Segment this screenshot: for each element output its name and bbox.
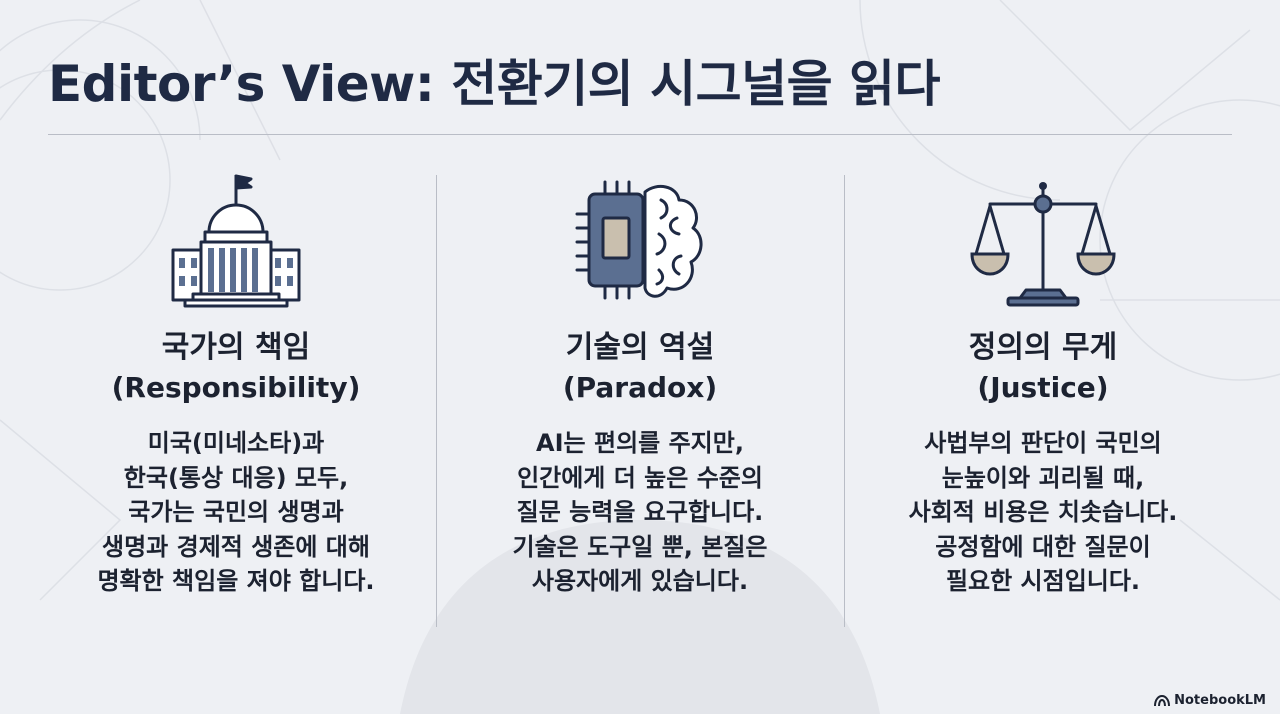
brand-label: NotebookLM [1174, 693, 1266, 708]
column-divider [844, 175, 845, 627]
column-title: 국가의 책임 [161, 330, 311, 365]
page-title: Editor’s View: 전환기의 시그널을 읽다 [48, 55, 941, 113]
body-line: 국가는 국민의 생명과 [128, 498, 344, 526]
column-paradox: 기술의 역설 (Paradox) AI는 편의를 주지만, 인간에게 더 높은 … [440, 170, 840, 599]
column-divider [436, 175, 437, 627]
body-line: 공정함에 대한 질문이 [935, 532, 1151, 561]
column-subtitle: (Paradox) [562, 371, 718, 404]
title-divider [48, 134, 1232, 135]
column-subtitle: (Justice) [977, 371, 1109, 404]
column-title: 기술의 역설 [565, 330, 715, 365]
notebooklm-logo-icon [1154, 694, 1171, 706]
column-subtitle: (Responsibility) [111, 371, 361, 404]
column-body: 사법부의 판단이 국민의 눈높이와 괴리될 때, 사회적 비용은 치솟습니다. … [843, 426, 1243, 599]
column-body: 미국(미네소타)과 한국(통상 대응) 모두, 국가는 국민의 생명과 생명과 … [36, 426, 436, 599]
column-body: AI는 편의를 주지만, 인간에게 더 높은 수준의 질문 능력을 요구합니다.… [440, 426, 840, 599]
body-line: 사법부의 판단이 국민의 [924, 429, 1162, 457]
body-line: AI는 편의를 주지만, [536, 429, 744, 457]
body-line: 미국(미네소타)과 [147, 429, 325, 457]
body-line: 기술은 도구일 뿐, 본질은 [512, 532, 768, 561]
body-line: 한국(통상 대응) 모두, [123, 463, 349, 492]
body-line: 생명과 경제적 생존에 대해 [102, 532, 370, 561]
body-line: 질문 능력을 요구합니다. [516, 498, 764, 526]
capitol-building-icon [171, 174, 301, 308]
body-line: 눈높이와 괴리될 때, [941, 463, 1145, 492]
column-justice: 정의의 무게 (Justice) 사법부의 판단이 국민의 눈높이와 괴리될 때… [843, 170, 1243, 599]
chip-brain-icon [575, 180, 703, 300]
body-line: 인간에게 더 높은 수준의 [517, 463, 763, 492]
scales-of-justice-icon [970, 182, 1116, 307]
notebooklm-brand: NotebookLM [1154, 693, 1266, 708]
column-title: 정의의 무게 [968, 330, 1118, 365]
body-line: 사회적 비용은 치솟습니다. [908, 498, 1178, 526]
column-responsibility: 국가의 책임 (Responsibility) 미국(미네소타)과 한국(통상 … [36, 170, 436, 599]
body-line: 사용자에게 있습니다. [531, 567, 749, 595]
body-line: 명확한 책임을 져야 합니다. [97, 567, 375, 595]
body-line: 필요한 시점입니다. [945, 567, 1141, 595]
